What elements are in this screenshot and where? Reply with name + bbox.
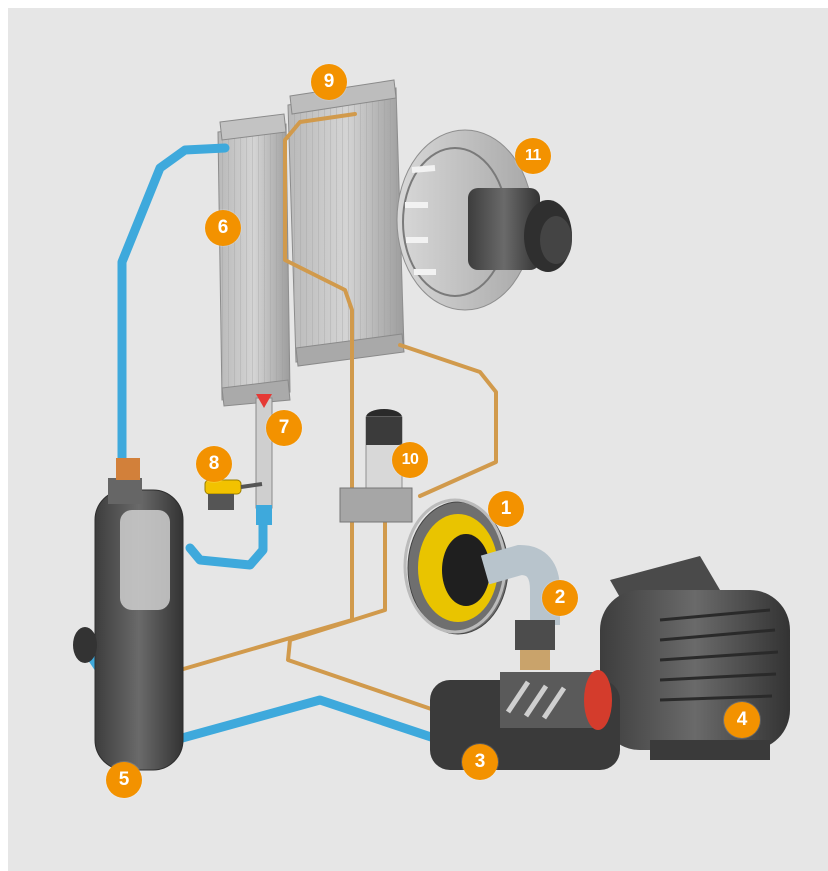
oil-separator-vessel	[73, 458, 184, 771]
drain-valve	[204, 479, 263, 510]
callout-badge-1: 1	[488, 491, 524, 527]
callout-badge-7: 7	[266, 410, 302, 446]
electric-motor	[600, 556, 790, 760]
callout-badge-2: 2	[542, 580, 578, 616]
callout-badge-9: 9	[311, 64, 347, 100]
water-separator	[255, 394, 273, 525]
callout-badge-11: 11	[515, 138, 551, 174]
callout-badge-4: 4	[724, 702, 760, 738]
callout-badge-3: 3	[462, 744, 498, 780]
callout-badge-6: 6	[205, 210, 241, 246]
air-cooler	[217, 113, 291, 407]
air-intake-filter	[403, 498, 509, 635]
screw-element	[430, 670, 620, 770]
callout-badge-5: 5	[106, 762, 142, 798]
intake-valve	[480, 544, 560, 670]
callout-badge-8: 8	[196, 446, 232, 482]
cooling-fan	[396, 129, 572, 311]
callout-badge-10: 10	[392, 442, 428, 478]
